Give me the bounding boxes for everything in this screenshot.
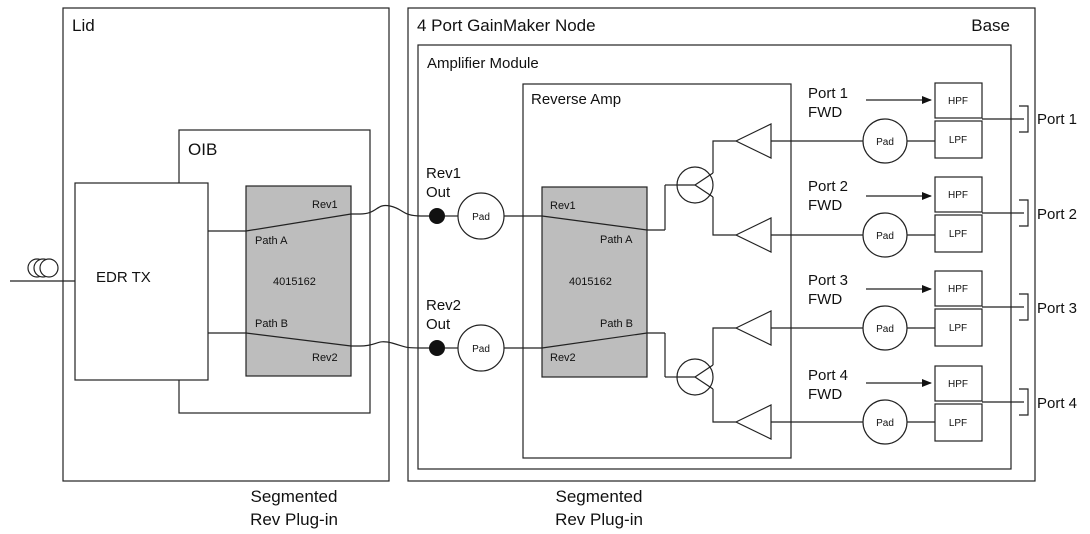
rev1-pad-label: Pad bbox=[472, 212, 490, 223]
port-2-pad-label: Pad bbox=[876, 231, 894, 242]
port-4-group: Port 4 FWD Pad HPF LPF Port 4 bbox=[808, 365, 1077, 445]
port-3-lpf-box bbox=[934, 308, 983, 347]
plugin-lid-part-label: 4015162 bbox=[273, 276, 316, 288]
edr-tx-box bbox=[74, 182, 209, 381]
port-2-group: Port 2 FWD Pad HPF LPF Port 2 bbox=[808, 176, 1077, 258]
port-2-hpf-box bbox=[934, 176, 983, 213]
port-1-lpf-box bbox=[934, 120, 983, 159]
amplifier-module-title: Amplifier Module bbox=[427, 55, 539, 72]
caption-lid-line2: Rev Plug-in bbox=[250, 510, 338, 529]
plugin-amp-rev2-label: Rev2 bbox=[550, 352, 576, 364]
port-3-hpf-label: HPF bbox=[948, 284, 968, 295]
plugin-lid-rev1-label: Rev1 bbox=[312, 199, 338, 211]
port-1-pad-label: Pad bbox=[876, 137, 894, 148]
port-1-hpf-label: HPF bbox=[948, 96, 968, 107]
node-title: 4 Port GainMaker Node bbox=[417, 16, 596, 35]
port-3-label: Port 3 bbox=[1037, 300, 1077, 317]
port-4-fwd-line2: FWD bbox=[808, 386, 842, 403]
port-4-lpf-label: LPF bbox=[949, 418, 967, 429]
combiner-2-icon bbox=[676, 358, 714, 396]
amp-1-icon bbox=[734, 123, 772, 159]
plugin-lid-path-b-label: Path B bbox=[255, 318, 288, 330]
caption-lid-line1: Segmented bbox=[251, 487, 338, 506]
port-2-fwd-line1: Port 2 bbox=[808, 178, 848, 195]
port-1-connector-icon bbox=[1019, 105, 1029, 133]
segmented-rev-plugin-lid: Rev1 Path A 4015162 Path B Rev2 bbox=[245, 185, 352, 377]
combiner-1-icon bbox=[676, 166, 714, 204]
port-3-group: Port 3 FWD Pad HPF LPF Port 3 bbox=[808, 270, 1077, 351]
rev1-pad: Pad bbox=[457, 192, 505, 240]
lid-title: Lid bbox=[72, 16, 95, 35]
port-1-fwd-line1: Port 1 bbox=[808, 85, 848, 102]
port-1-lpf-label: LPF bbox=[949, 135, 967, 146]
port-1-hpf-box bbox=[934, 82, 983, 119]
rev1-out-line1: Rev1 bbox=[426, 165, 461, 182]
reverse-amp-box bbox=[522, 83, 792, 459]
port-2-fwd-line2: FWD bbox=[808, 197, 842, 214]
port-4-hpf-label: HPF bbox=[948, 379, 968, 390]
port-4-hpf-box bbox=[934, 365, 983, 402]
rev2-pad-label: Pad bbox=[472, 344, 490, 355]
caption-node-line2: Rev Plug-in bbox=[555, 510, 643, 529]
port-1-fwd-line2: FWD bbox=[808, 104, 842, 121]
plugin-amp-path-b-label: Path B bbox=[600, 318, 633, 330]
amp-4-icon bbox=[734, 404, 772, 440]
port-3-fwd-line1: Port 3 bbox=[808, 272, 848, 289]
segmented-rev-plugin-amp: Rev1 Path A 4015162 Path B Rev2 bbox=[541, 186, 648, 378]
port-2-label: Port 2 bbox=[1037, 206, 1077, 223]
rev2-link bbox=[351, 341, 437, 349]
caption-node-line1: Segmented bbox=[556, 487, 643, 506]
rev2-out-line2: Out bbox=[426, 316, 451, 333]
port-3-fwd-line2: FWD bbox=[808, 291, 842, 308]
plugin-amp-part-label: 4015162 bbox=[569, 276, 612, 288]
port-2-connector-icon bbox=[1019, 199, 1029, 227]
port-4-connector-icon bbox=[1019, 388, 1029, 416]
lid-enclosure bbox=[62, 7, 390, 482]
port-3-pad-label: Pad bbox=[876, 324, 894, 335]
plugin-lid-rev2-label: Rev2 bbox=[312, 352, 338, 364]
amp-2-icon bbox=[734, 217, 772, 253]
rev1-out-line2: Out bbox=[426, 184, 451, 201]
node-enclosure bbox=[407, 7, 1036, 482]
fiber-connector-icon bbox=[10, 258, 75, 282]
edr-tx-label: EDR TX bbox=[96, 269, 151, 286]
port-3-hpf-box bbox=[934, 270, 983, 307]
base-label: Base bbox=[971, 16, 1010, 35]
oib-title: OIB bbox=[188, 140, 217, 159]
plugin-amp-path-a-label: Path A bbox=[600, 234, 633, 246]
port-4-lpf-box bbox=[934, 403, 983, 442]
rev1-link bbox=[351, 204, 437, 217]
rev2-pad: Pad bbox=[457, 324, 505, 372]
port-4-fwd-line1: Port 4 bbox=[808, 367, 848, 384]
port-1-group: Port 1 FWD Pad HPF LPF Port 1 bbox=[808, 82, 1077, 164]
rev2-test-point-icon bbox=[429, 340, 445, 356]
reverse-amp-title: Reverse Amp bbox=[531, 91, 621, 108]
amplifier-module-box bbox=[417, 44, 1012, 470]
amp-3-icon bbox=[734, 310, 772, 346]
rev1-test-point-icon bbox=[429, 208, 445, 224]
plugin-lid-path-a-label: Path A bbox=[255, 235, 288, 247]
port-2-hpf-label: HPF bbox=[948, 190, 968, 201]
rev2-out-line1: Rev2 bbox=[426, 297, 461, 314]
port-2-lpf-box bbox=[934, 214, 983, 253]
port-3-lpf-label: LPF bbox=[949, 323, 967, 334]
port-2-lpf-label: LPF bbox=[949, 229, 967, 240]
plugin-amp-rev1-label: Rev1 bbox=[550, 200, 576, 212]
port-3-connector-icon bbox=[1019, 293, 1029, 321]
port-4-label: Port 4 bbox=[1037, 395, 1077, 412]
port-4-pad-label: Pad bbox=[876, 418, 894, 429]
port-1-label: Port 1 bbox=[1037, 111, 1077, 128]
